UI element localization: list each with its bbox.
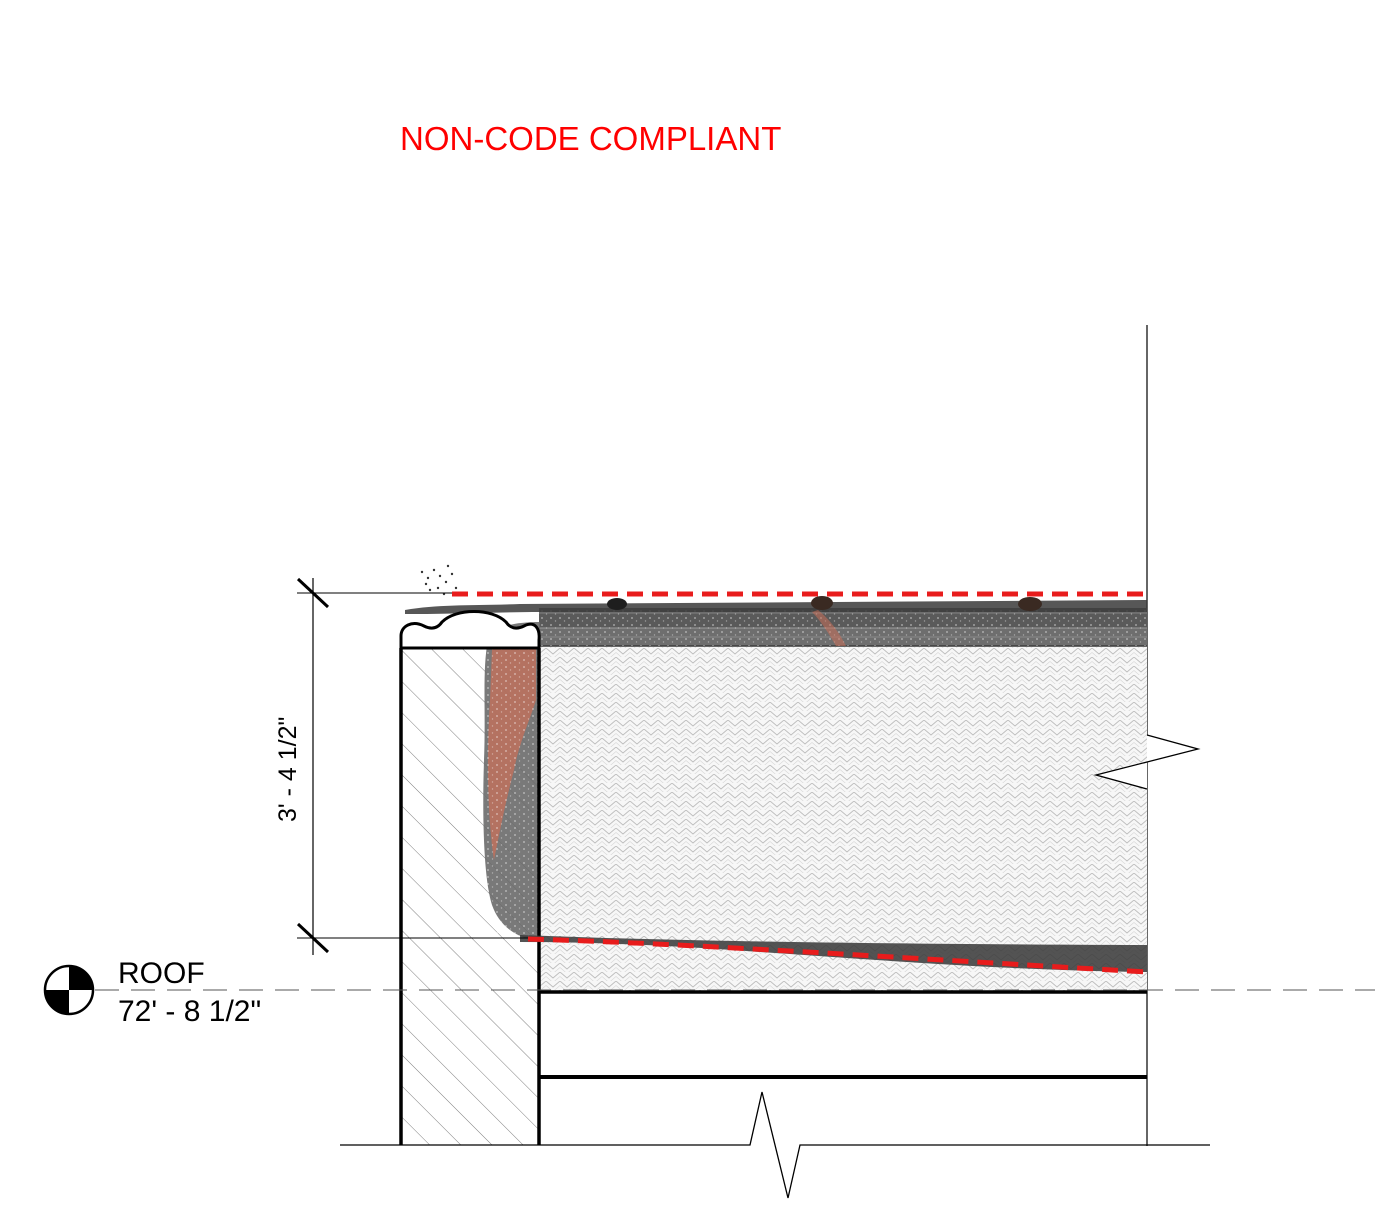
non-code-compliant-heading: NON-CODE COMPLIANT — [400, 120, 781, 157]
insulation-pattern — [539, 646, 1147, 992]
scan-bump-1 — [607, 598, 627, 610]
insulation-break-line — [1093, 734, 1201, 790]
below-beam-blank — [541, 1080, 1145, 1144]
scan-bump-2 — [811, 596, 833, 610]
scan-parapet-speckle — [484, 630, 540, 940]
scan-rust-streak-1 — [812, 610, 846, 646]
membrane-speckle — [539, 608, 1147, 646]
dimension-tick-top — [296, 577, 330, 609]
parapet-coping — [399, 610, 541, 650]
base-break-line — [340, 1091, 1210, 1199]
scan-bump-3 — [1018, 597, 1042, 611]
level-name: ROOF — [118, 957, 205, 990]
dimension-tick-bottom — [296, 922, 330, 954]
height-dimension — [296, 577, 528, 955]
level-marker-icon — [43, 964, 95, 1016]
scan-top-surface — [405, 600, 1147, 614]
below-deck-blank — [541, 994, 1145, 1075]
scan-noise-dots — [420, 564, 458, 596]
bottom-red-dashed-line — [527, 936, 1148, 975]
height-dimension-label: 3' - 4 1/2" — [274, 717, 302, 822]
level-elevation: 72' - 8 1/2" — [118, 995, 261, 1028]
